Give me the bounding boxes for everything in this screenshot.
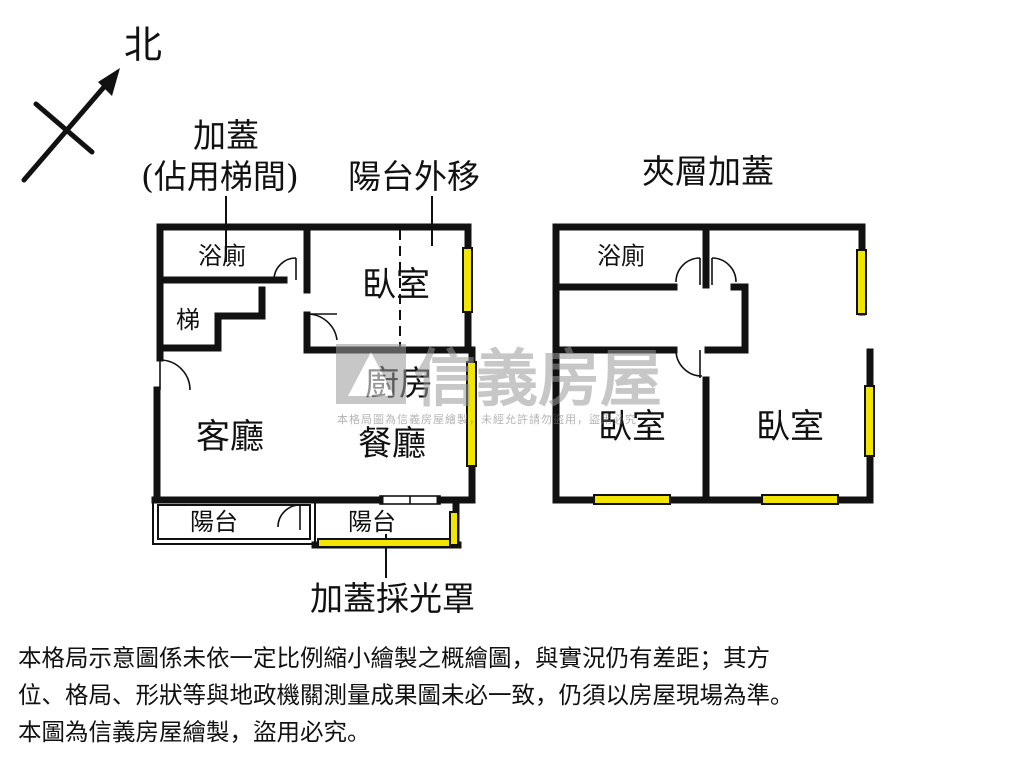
mezzanine-doors [675, 257, 737, 378]
mezzanine-label-bathroom: 浴廁 [597, 242, 645, 270]
north-label: 北 [124, 23, 162, 67]
balcony-moved-label: 陽台外移 [348, 157, 480, 196]
floor-plan: 北 加蓋 (佔用梯間) 陽台外移 夾層加蓋 加蓋採光罩 [21, 23, 875, 618]
mezzanine-title: 夾層加蓋 [642, 152, 774, 191]
room-label-balcony-right: 陽台 [348, 508, 396, 536]
addition-label: 加蓋 [193, 116, 259, 155]
skylight-cover-label: 加蓋採光罩 [310, 579, 475, 618]
room-label-stairs: 梯 [176, 306, 200, 334]
addition-note: (佔用梯間) [141, 157, 299, 196]
disclaimer-line: 位、格局、形狀等與地政機關測量成果圖未必一致，仍須以房屋現場為準。 [18, 681, 794, 709]
mezzanine-plan: 浴廁 臥室 臥室 [552, 223, 875, 505]
watermark-notice: 本格局圖為信義房屋繪製，未經允許請勿盜用，盜用必究 [337, 412, 637, 426]
disclaimer-line: 本圖為信義房屋繪製，盜用必究。 [18, 718, 371, 746]
room-label-balcony-left: 陽台 [190, 508, 238, 536]
mezzanine-label-bedroom-right: 臥室 [756, 407, 824, 447]
north-arrow-icon [21, 68, 120, 183]
watermark: 信義房屋 本格局圖為信義房屋繪製，未經允許請勿盜用，盜用必究 [336, 342, 662, 426]
room-label-bedroom: 臥室 [362, 265, 430, 305]
disclaimer: 本格局示意圖係未依一定比例縮小繪製之概繪圖，與實況仍有差距；其方 位、格局、形狀… [18, 640, 1013, 751]
disclaimer-line: 本格局示意圖係未依一定比例縮小繪製之概繪圖，與實況仍有差距；其方 [18, 644, 770, 672]
watermark-brand: 信義房屋 [414, 342, 662, 415]
room-label-living-room: 客廳 [196, 417, 264, 457]
ground-doors [159, 257, 441, 530]
room-label-bathroom: 浴廁 [198, 242, 246, 270]
room-label-dining-room: 餐廳 [358, 424, 426, 464]
mezzanine-label-bedroom-left: 臥室 [598, 407, 666, 447]
mezzanine-windows [593, 249, 875, 505]
ground-windows [317, 247, 477, 548]
brand-logo-icon [336, 344, 406, 404]
